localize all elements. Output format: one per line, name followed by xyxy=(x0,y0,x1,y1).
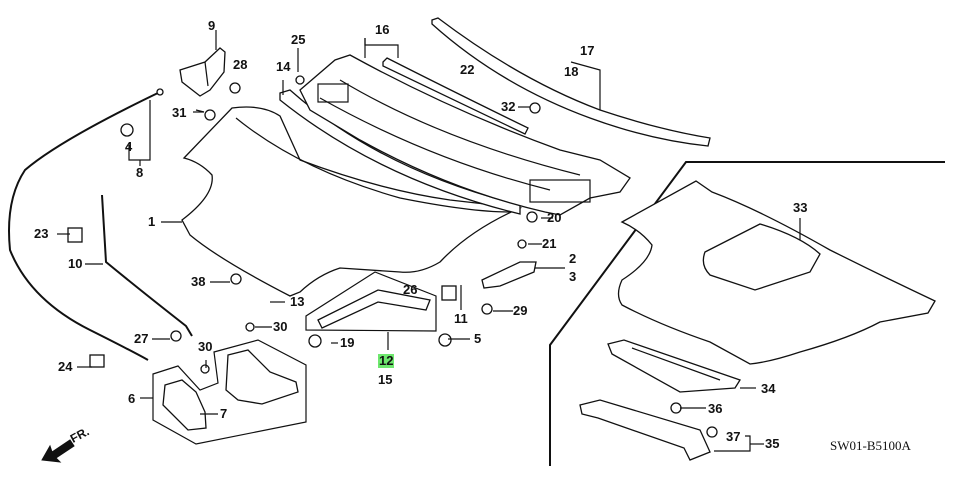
hood-release-cable[interactable] xyxy=(8,88,164,361)
callout-12-highlighted[interactable]: 12 xyxy=(378,353,395,368)
callout-8[interactable]: 8 xyxy=(136,165,144,180)
callout-33[interactable]: 33 xyxy=(793,200,808,215)
callout-32[interactable]: 32 xyxy=(501,99,516,114)
hood-support-rod[interactable] xyxy=(101,194,193,337)
callout-17[interactable]: 17 xyxy=(580,43,595,58)
scoop-seal[interactable] xyxy=(579,399,711,461)
callout-31[interactable]: 31 xyxy=(172,105,187,120)
callout-38[interactable]: 38 xyxy=(191,274,206,289)
callout-14[interactable]: 14 xyxy=(276,59,291,74)
callout-25[interactable]: 25 xyxy=(291,32,306,47)
callout-28[interactable]: 28 xyxy=(233,57,248,72)
hood-with-scoop[interactable] xyxy=(617,180,936,365)
hood-stay-group[interactable] xyxy=(305,261,537,332)
callout-35[interactable]: 35 xyxy=(765,436,780,451)
hood-hinge[interactable] xyxy=(179,47,226,97)
callout-3[interactable]: 3 xyxy=(569,269,577,284)
hood-latch-group[interactable] xyxy=(152,339,307,445)
callout-7[interactable]: 7 xyxy=(220,406,228,421)
callout-10[interactable]: 10 xyxy=(68,256,83,271)
callout-4[interactable]: 4 xyxy=(125,139,133,154)
callout-6[interactable]: 6 xyxy=(128,391,136,406)
callout-27[interactable]: 27 xyxy=(134,331,149,346)
callout-22[interactable]: 22 xyxy=(460,62,475,77)
hood-variant-inset xyxy=(549,161,945,466)
callout-16[interactable]: 16 xyxy=(375,22,390,37)
callout-11[interactable]: 11 xyxy=(454,311,468,326)
callout-18[interactable]: 18 xyxy=(564,64,579,79)
callout-20[interactable]: 20 xyxy=(547,210,562,225)
callout-15[interactable]: 15 xyxy=(378,372,393,387)
callout-29[interactable]: 29 xyxy=(513,303,528,318)
callout-30-lower[interactable]: 30 xyxy=(198,339,213,354)
callout-13[interactable]: 13 xyxy=(290,294,305,309)
windshield-molding[interactable] xyxy=(431,17,711,147)
callout-37[interactable]: 37 xyxy=(726,429,741,444)
scoop-grille[interactable] xyxy=(607,339,741,393)
diagram-code: SW01-B5100A xyxy=(830,438,911,453)
callout-24[interactable]: 24 xyxy=(58,359,73,374)
fasteners xyxy=(67,75,718,438)
front-direction-arrow-icon xyxy=(41,439,75,463)
callout-23[interactable]: 23 xyxy=(34,226,49,241)
callout-2[interactable]: 2 xyxy=(569,251,577,266)
callout-1[interactable]: 1 xyxy=(148,214,156,229)
leader-lines xyxy=(57,30,801,452)
cowl-seal[interactable] xyxy=(382,57,529,135)
callout-30-upper[interactable]: 30 xyxy=(273,319,288,334)
callout-34[interactable]: 34 xyxy=(761,381,776,396)
callout-19[interactable]: 19 xyxy=(340,335,355,350)
callout-26[interactable]: 26 xyxy=(403,282,418,297)
cowl-top[interactable] xyxy=(299,54,631,216)
hood-panel[interactable] xyxy=(181,106,523,297)
callout-36[interactable]: 36 xyxy=(708,401,723,416)
callout-21[interactable]: 21 xyxy=(542,236,557,251)
callout-9[interactable]: 9 xyxy=(208,18,216,33)
callout-5[interactable]: 5 xyxy=(474,331,482,346)
